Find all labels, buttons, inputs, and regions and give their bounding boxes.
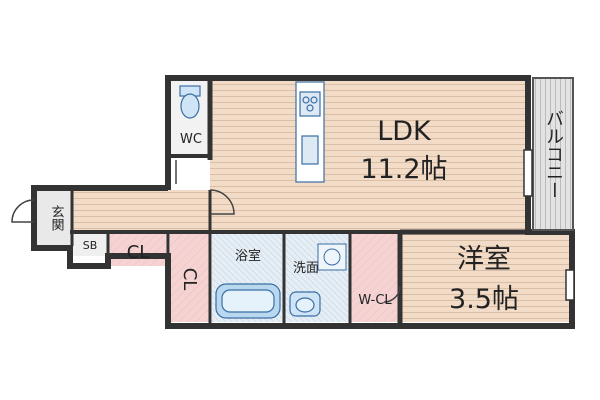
closet-2-label: CL <box>179 268 200 291</box>
bathtub-icon <box>215 283 281 319</box>
hallway-floor <box>70 190 215 232</box>
kitchen-counter-icon <box>295 81 325 183</box>
toilet-icon <box>179 85 201 119</box>
bathroom-label: 浴室 <box>235 248 261 264</box>
balcony-label: バルコニー <box>543 109 564 199</box>
balcony-outline <box>532 77 574 231</box>
closet-1-label: CL <box>127 242 150 263</box>
bedroom-name: 洋室 <box>457 244 511 275</box>
closet-2-floor <box>170 234 210 322</box>
bedroom-size: 3.5帖 <box>449 284 519 315</box>
walls <box>31 75 575 329</box>
ldk-floor <box>210 80 528 230</box>
walk-in-closet-label: W-CL <box>358 293 392 308</box>
shoe-box-floor <box>72 234 108 256</box>
doors <box>11 160 401 303</box>
ldk-name: LDK <box>377 116 432 147</box>
entrance-floor <box>36 190 72 246</box>
bedroom-floor <box>400 232 570 322</box>
wash-basin-icon <box>289 291 321 317</box>
balcony-floor <box>533 78 573 230</box>
wc-label: WC <box>180 132 202 147</box>
closet-1-floor <box>108 234 168 266</box>
entrance-label: 玄関 <box>49 205 65 232</box>
windows <box>523 149 575 301</box>
ldk-size: 11.2帖 <box>360 154 447 185</box>
washing-machine-icon <box>317 243 347 271</box>
walk-in-closet-floor <box>350 234 400 322</box>
shoe-box-label: SB <box>83 239 98 252</box>
washroom-label: 洗面 <box>293 261 319 276</box>
